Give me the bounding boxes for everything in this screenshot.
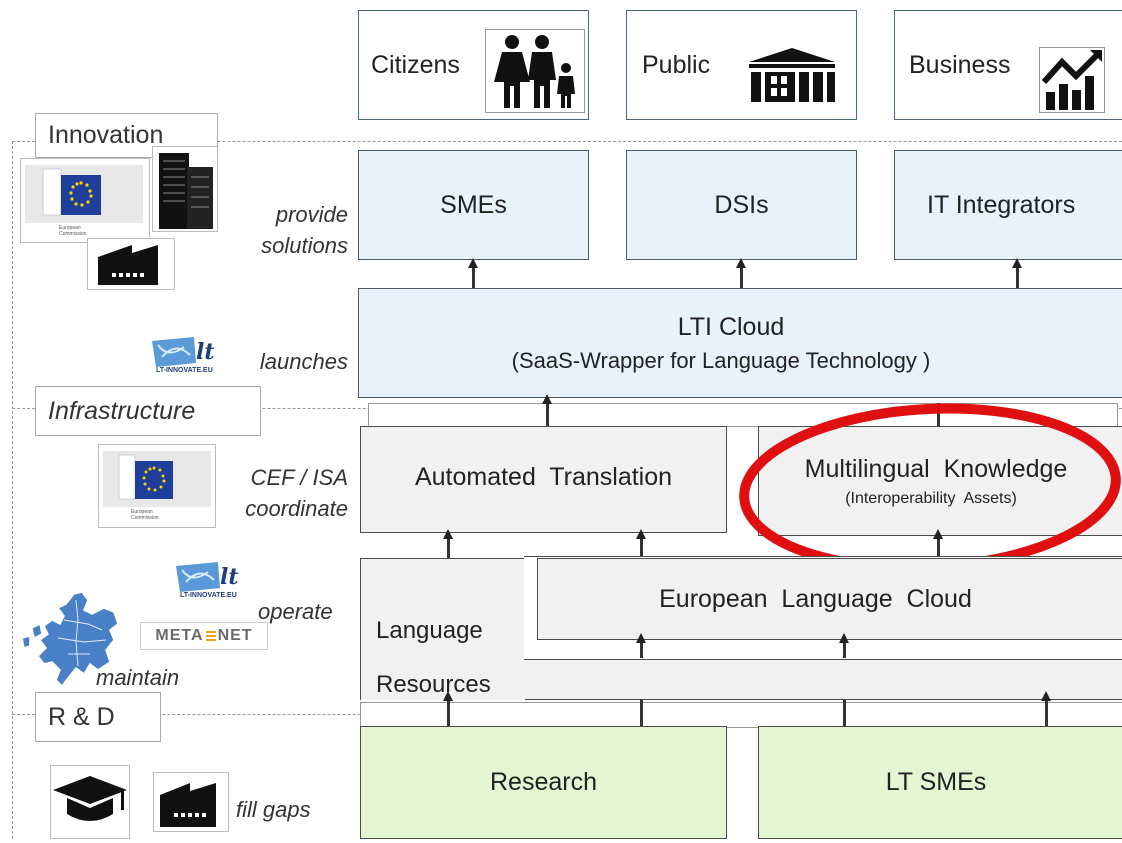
arrow-lr-elc-2 bbox=[839, 633, 849, 658]
arrow-research-lr bbox=[443, 691, 453, 728]
lti-cloud-subtitle: (SaaS-Wrapper for Language Technology ) bbox=[511, 347, 931, 373]
lt-smes-box: LT SMEs bbox=[758, 726, 1122, 839]
citizens-box: Citizens bbox=[358, 10, 589, 120]
ec-cef-text-1: European bbox=[131, 509, 153, 515]
smes-box: SMEs bbox=[358, 150, 589, 260]
public-building-icon bbox=[747, 46, 837, 106]
multilingual-knowledge-box: Multilingual Knowledge (Interoperability… bbox=[758, 426, 1122, 536]
multilingual-knowledge-subtitle: (Interoperability Assets) bbox=[845, 489, 1017, 507]
meta-net-logo: META NET bbox=[140, 622, 268, 650]
lti-cloud-box: LTI Cloud (SaaS-Wrapper for Language Tec… bbox=[358, 288, 1122, 398]
lt-innovate-logo: lt LT-INNOVATE.EU bbox=[148, 335, 234, 377]
fill-gaps-label: fill gaps bbox=[236, 797, 311, 822]
arrow-lr-at bbox=[443, 529, 453, 560]
meta-net-separator-icon bbox=[205, 631, 216, 641]
arrow-lti-smes bbox=[468, 258, 478, 289]
highlight-ellipse bbox=[739, 403, 1121, 573]
research-box: Research bbox=[360, 726, 727, 839]
graduation-cap-icon bbox=[50, 765, 130, 839]
business-chart-icon bbox=[1039, 47, 1105, 113]
business-box: Business bbox=[894, 10, 1122, 120]
launches-label: launches bbox=[259, 349, 348, 374]
arrow-elc-at bbox=[636, 529, 646, 560]
svg-text:lt: lt bbox=[196, 339, 215, 365]
rnd-connector-bar bbox=[360, 702, 1122, 728]
line-ltsmes-elc bbox=[843, 700, 846, 728]
cef-isa-coordinate-label: CEF / ISA coordinate bbox=[245, 465, 348, 521]
lti-cloud-title: LTI Cloud bbox=[677, 312, 785, 341]
innovation-divider bbox=[12, 141, 1122, 142]
line-mk-lti bbox=[937, 403, 940, 427]
arrow-elc-mk bbox=[933, 529, 943, 558]
lt-innovate-text: LT-INNOVATE.EU bbox=[156, 367, 213, 374]
line-research-elc bbox=[640, 700, 643, 728]
it-integrators-box: IT Integrators bbox=[894, 150, 1122, 260]
maintain-label: maintain bbox=[96, 665, 180, 690]
infrastructure-label: Infrastructure bbox=[35, 386, 261, 436]
arrow-lti-integrators bbox=[1012, 258, 1022, 289]
lt-innovate-operate-text: LT-INNOVATE.EU bbox=[180, 592, 237, 599]
factory-icon-rnd bbox=[153, 772, 229, 832]
european-commission-logo-cef: European Commission bbox=[98, 444, 216, 528]
arrow-at-lti bbox=[542, 394, 552, 427]
ec-cef-text-2: Commission bbox=[131, 515, 159, 521]
public-box: Public bbox=[626, 10, 857, 120]
arrow-ltsmes-lr bbox=[1041, 691, 1051, 728]
public-label: Public bbox=[642, 50, 711, 79]
business-label: Business bbox=[909, 50, 1011, 79]
language-resources-text: Language Resources bbox=[376, 617, 491, 698]
language-resources-inner-box bbox=[360, 558, 525, 700]
rnd-label: R & D bbox=[35, 692, 161, 742]
european-commission-logo: European Commission bbox=[20, 158, 150, 243]
europe-map-icon bbox=[18, 590, 138, 690]
multilingual-knowledge-title: Multilingual Knowledge bbox=[804, 454, 1068, 483]
family-icon bbox=[485, 29, 585, 113]
left-dashed-border bbox=[12, 141, 13, 839]
operate-label: operate bbox=[258, 599, 333, 624]
european-language-cloud-box: European Language Cloud bbox=[537, 558, 1122, 640]
lt-innovate-logo-operate: lt LT-INNOVATE.EU bbox=[172, 560, 258, 602]
provide-solutions-label: provide solutions bbox=[261, 202, 348, 258]
svg-text:lt: lt bbox=[220, 564, 239, 590]
automated-translation-box: Automated Translation bbox=[360, 426, 727, 533]
office-building-icon bbox=[152, 146, 218, 232]
ec-text-2: Commission bbox=[59, 231, 87, 237]
factory-icon bbox=[87, 238, 175, 290]
arrow-lr-elc-1 bbox=[636, 633, 646, 658]
arrow-lti-dsis bbox=[736, 258, 746, 289]
citizens-label: Citizens bbox=[371, 50, 460, 79]
dsis-box: DSIs bbox=[626, 150, 857, 260]
ec-text-1: European bbox=[59, 225, 81, 231]
